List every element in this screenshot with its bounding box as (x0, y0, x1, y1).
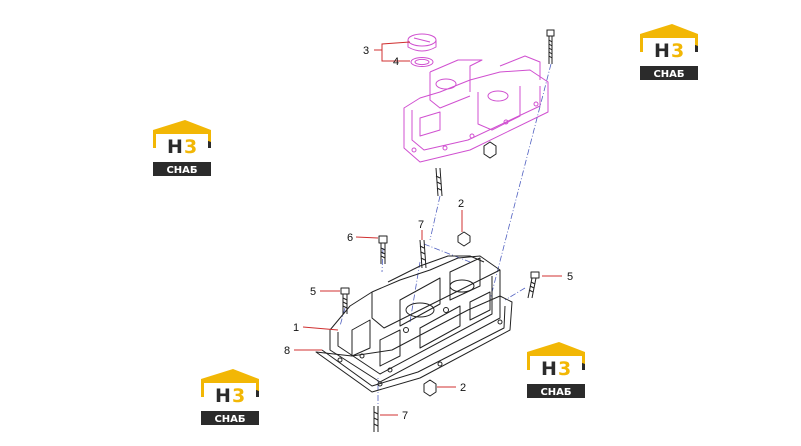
logo-three: 3 (558, 358, 571, 380)
stud-7-top (419, 239, 427, 269)
callout-7-top: 7 (418, 219, 424, 231)
logo-watermark: H 3 СНАБ (201, 369, 259, 425)
logo-brand: СНАБ (540, 387, 571, 398)
callout-7-bottom: 7 (402, 410, 408, 422)
leader-3-4 (374, 41, 411, 62)
logo-brand: СНАБ (653, 69, 684, 80)
bolt-6 (378, 235, 388, 264)
callout-6: 6 (347, 232, 353, 244)
upper-fasteners (435, 29, 555, 197)
callout-5-left: 5 (310, 286, 316, 298)
lower-valve-cover-assembly (315, 231, 540, 432)
callout-3: 3 (363, 45, 369, 57)
leader-6 (355, 236, 379, 239)
logo-brand: СНАБ (166, 165, 197, 176)
logo-h: H (654, 40, 670, 62)
callout-5-right: 5 (567, 271, 573, 283)
logo-h: H (215, 385, 231, 407)
watermark-logos: H 3 СНАБ H 3 СНАБ H 3 СНАБ H (153, 24, 698, 425)
stud-upper-left (435, 167, 443, 197)
callout-2-top: 2 (458, 198, 464, 210)
oil-filler-cap (407, 33, 437, 52)
gasket (315, 295, 513, 393)
logo-h: H (167, 136, 183, 158)
valve-cover-lower (329, 255, 501, 383)
bolt-5-right (527, 271, 540, 299)
callout-4: 4 (393, 56, 399, 68)
logo-three: 3 (184, 136, 197, 158)
callout-1: 1 (293, 322, 299, 334)
bolt-upper-right (546, 29, 555, 64)
stud-7-bottom (373, 406, 379, 432)
bolt-5-left (340, 287, 350, 314)
o-ring (410, 57, 434, 67)
logo-watermark: H 3 СНАБ (153, 120, 211, 176)
callout-8: 8 (284, 345, 290, 357)
callout-labels: 3 4 2 7 6 5 5 1 8 2 7 (284, 45, 573, 422)
logo-h: H (541, 358, 557, 380)
upper-valve-cover-assembly (403, 33, 549, 163)
logo-watermark: H 3 СНАБ (527, 342, 585, 398)
callout-leaders (294, 41, 562, 416)
logo-brand: СНАБ (214, 414, 245, 425)
nut-2-top (457, 231, 471, 247)
logo-three: 3 (232, 385, 245, 407)
nut-upper (483, 141, 497, 159)
nut-2-bottom (423, 379, 437, 397)
logo-watermark: H 3 СНАБ (640, 24, 698, 80)
callout-2-bottom: 2 (460, 382, 466, 394)
logo-three: 3 (671, 40, 684, 62)
valve-cover-upper (403, 55, 549, 163)
leader-1 (302, 326, 339, 331)
